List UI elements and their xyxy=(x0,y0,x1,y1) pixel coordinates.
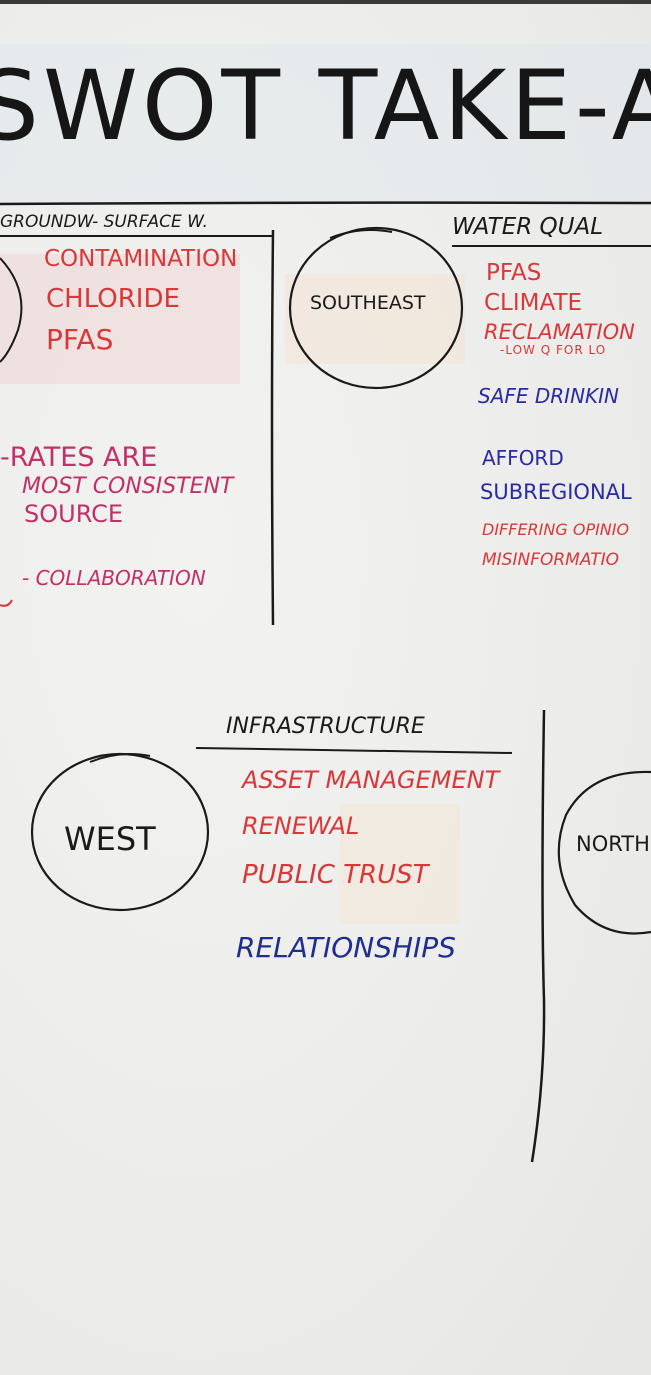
pfas-item-left: PFAS xyxy=(46,323,114,356)
climate-item: CLIMATE xyxy=(484,290,583,316)
collaboration-item: - COLLABORATION xyxy=(22,566,206,590)
differing-opinions-item: DIFFERING OPINIO xyxy=(482,520,630,539)
contamination-item: CONTAMINATION xyxy=(44,246,238,272)
relationships-item: RELATIONSHIPS xyxy=(236,931,456,964)
sticky-tint xyxy=(0,44,651,204)
pfas-item-southeast: PFAS xyxy=(486,260,542,286)
southeast-circle-label: SOUTHEAST xyxy=(310,292,426,314)
afford-item: AFFORD xyxy=(482,446,564,470)
whiteboard xyxy=(0,4,651,1375)
reclamation-item: RECLAMATION xyxy=(484,320,635,344)
water-quality-header: WATER QUAL xyxy=(452,214,604,240)
asset-management-item: ASSET MANAGEMENT xyxy=(242,766,500,794)
public-trust-item: PUBLIC TRUST xyxy=(242,860,429,890)
southeast-circle xyxy=(288,226,464,390)
rates-line-2: MOST CONSISTENT xyxy=(22,474,234,499)
sticky-tint xyxy=(0,254,240,384)
misinformation-item: MISINFORMATIO xyxy=(482,550,620,570)
left-red-tick xyxy=(0,599,13,607)
safe-drinking-item: SAFE DRINKIN xyxy=(478,384,620,408)
groundw-header: GROUNDW- SURFACE W. xyxy=(0,212,208,232)
north-circle-label: NORTH xyxy=(576,832,650,856)
west-circle-overlap xyxy=(89,753,151,763)
chloride-item: CHLORIDE xyxy=(46,284,180,314)
bottom-vertical-divider xyxy=(530,709,546,1163)
infrastructure-underline xyxy=(195,747,513,754)
rates-line-3: SOURCE xyxy=(24,500,124,528)
north-partial-circle xyxy=(557,770,651,935)
west-circle-label: WEST xyxy=(64,820,156,858)
left-partial-circle xyxy=(0,257,23,363)
southeast-circle-overlap xyxy=(329,229,393,239)
rates-line-1: -RATES ARE xyxy=(0,442,158,473)
renewal-item: RENEWAL xyxy=(242,812,360,840)
subregional-item: SUBREGIONAL xyxy=(480,480,632,504)
sticky-tint xyxy=(285,274,465,364)
title-underline xyxy=(0,201,651,206)
infrastructure-header: INFRASTRUCTURE xyxy=(226,714,425,739)
top-edge-bar xyxy=(0,0,651,4)
reclamation-note: -LOW Q FOR LO xyxy=(500,343,607,357)
top-vertical-divider xyxy=(270,229,275,626)
sticky-tint xyxy=(340,804,460,924)
page-title: SWOT TAKE-A xyxy=(0,50,651,162)
